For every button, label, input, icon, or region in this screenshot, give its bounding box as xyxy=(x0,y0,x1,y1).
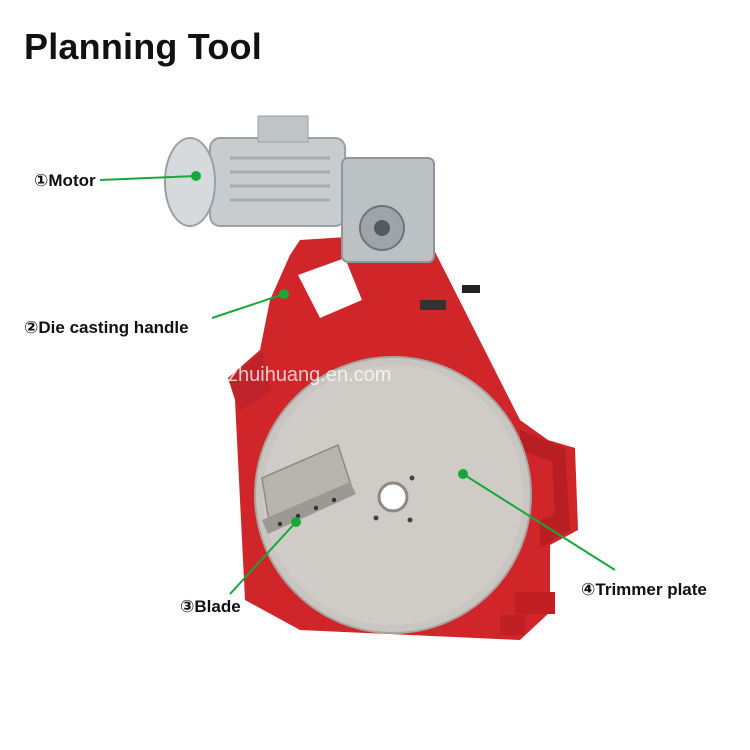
label-blade: ③Blade xyxy=(180,597,241,616)
motor xyxy=(164,115,346,227)
label-motor: ①Motor xyxy=(34,171,96,190)
trimmer-plate-disc xyxy=(254,356,532,634)
gearbox xyxy=(341,157,435,263)
watermark-text: zhuihuang.en.com xyxy=(228,364,392,386)
page-title: Planning Tool xyxy=(24,26,262,67)
blade xyxy=(261,443,356,534)
label-die-casting-handle: ②Die casting handle xyxy=(24,318,189,337)
label-trimmer-plate: ④Trimmer plate xyxy=(581,580,707,599)
leader-lines xyxy=(99,171,616,595)
